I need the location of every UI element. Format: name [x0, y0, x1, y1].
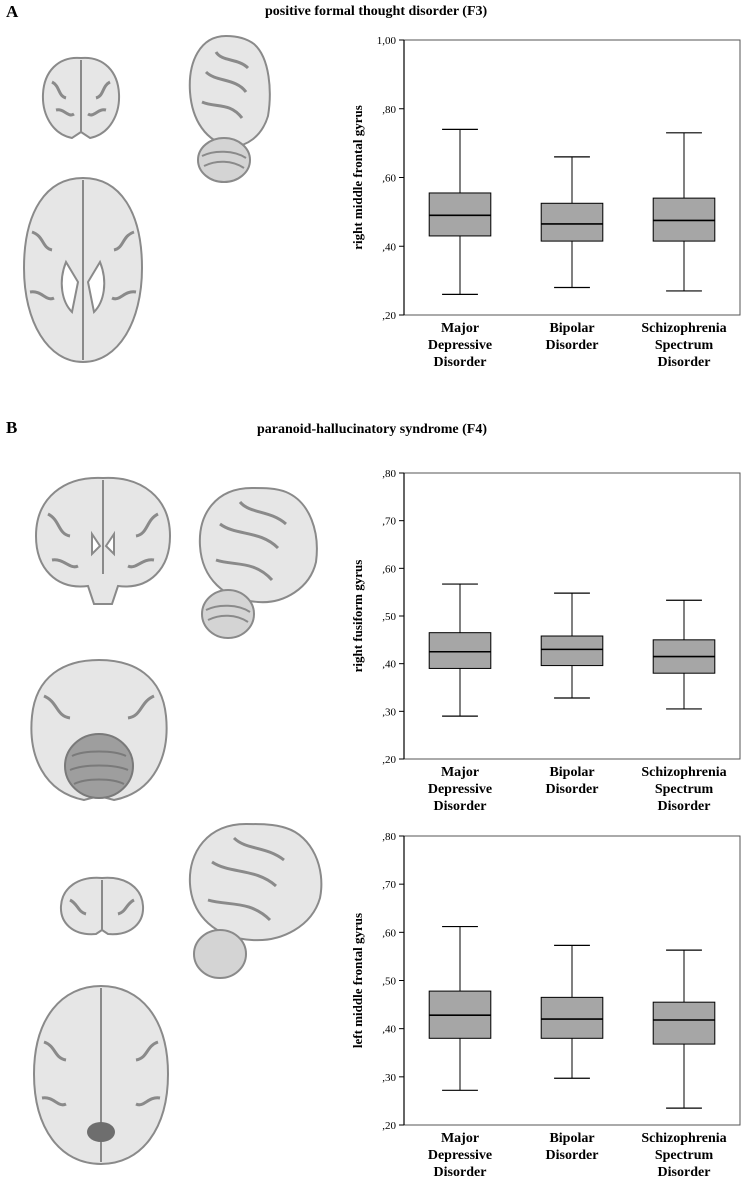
panel-b-title: paranoid-hallucinatory syndrome (F4) — [257, 422, 487, 437]
category-label: Major — [441, 1131, 479, 1146]
y-tick-label: ,80 — [382, 468, 396, 480]
category-label: Disorder — [546, 1148, 599, 1163]
panel-b-letter: B — [6, 418, 18, 437]
y-tick-label: ,40 — [382, 241, 396, 253]
category-label: Spectrum — [655, 782, 714, 797]
panel-a-title: positive formal thought disorder (F3) — [265, 4, 488, 19]
y-tick-label: ,50 — [382, 611, 396, 623]
y-tick-label: 1,00 — [377, 35, 397, 47]
category-label: Disorder — [658, 799, 711, 814]
category-label: Disorder — [546, 338, 599, 353]
y-tick-label: ,40 — [382, 1024, 396, 1036]
y-axis-label: left middle frontal gyrus — [350, 913, 365, 1048]
category-label: Spectrum — [655, 1148, 714, 1163]
brain-axial-icon — [22, 176, 144, 364]
y-tick-label: ,80 — [382, 104, 396, 116]
y-tick-label: ,60 — [382, 927, 396, 939]
y-tick-label: ,70 — [382, 879, 396, 891]
category-label: Bipolar — [549, 765, 594, 780]
brain-axial-icon — [32, 984, 170, 1166]
category-label: Major — [441, 765, 479, 780]
panel-a-letter: A — [6, 2, 19, 21]
category-label: Major — [441, 321, 479, 336]
brain-coronal-icon — [59, 876, 145, 936]
brain-sagittal-icon — [188, 34, 271, 183]
category-label: Bipolar — [549, 1131, 594, 1146]
category-label: Schizophrenia — [641, 321, 726, 336]
y-tick-label: ,20 — [382, 310, 396, 322]
box-iqr — [428, 192, 492, 237]
brain-coronal-icon — [34, 476, 172, 605]
y-axis-label: right middle frontal gyrus — [350, 105, 365, 250]
y-tick-label: ,40 — [382, 659, 396, 671]
category-label: Depressive — [428, 782, 492, 797]
box-iqr — [652, 1001, 716, 1045]
category-label: Schizophrenia — [641, 765, 726, 780]
category-label: Depressive — [428, 338, 492, 353]
y-tick-label: ,60 — [382, 563, 396, 575]
y-tick-label: ,20 — [382, 1120, 396, 1132]
y-tick-label: ,20 — [382, 754, 396, 766]
category-label: Disorder — [434, 355, 487, 370]
brain-coronal-icon — [41, 56, 121, 140]
y-tick-label: ,30 — [382, 1072, 396, 1084]
box-iqr — [428, 632, 492, 669]
y-axis-label: right fusiform gyrus — [350, 560, 365, 673]
y-tick-label: ,30 — [382, 706, 396, 718]
category-label: Disorder — [434, 1165, 487, 1177]
category-label: Disorder — [658, 1165, 711, 1177]
brain-sagittal-icon — [198, 486, 318, 639]
category-label: Depressive — [428, 1148, 492, 1163]
category-label: Spectrum — [655, 338, 714, 353]
brain-axial-icon — [30, 658, 168, 802]
y-tick-label: ,60 — [382, 173, 396, 185]
category-label: Disorder — [434, 799, 487, 814]
y-tick-label: ,50 — [382, 976, 396, 988]
category-label: Disorder — [658, 355, 711, 370]
y-tick-label: ,70 — [382, 516, 396, 528]
category-label: Bipolar — [549, 321, 594, 336]
box-iqr — [540, 996, 604, 1039]
y-tick-label: ,80 — [382, 831, 396, 843]
box-iqr — [652, 197, 716, 242]
brain-sagittal-icon — [188, 822, 323, 979]
box-iqr — [540, 635, 604, 667]
category-label: Disorder — [546, 782, 599, 797]
category-label: Schizophrenia — [641, 1131, 726, 1146]
box-iqr — [540, 202, 604, 242]
